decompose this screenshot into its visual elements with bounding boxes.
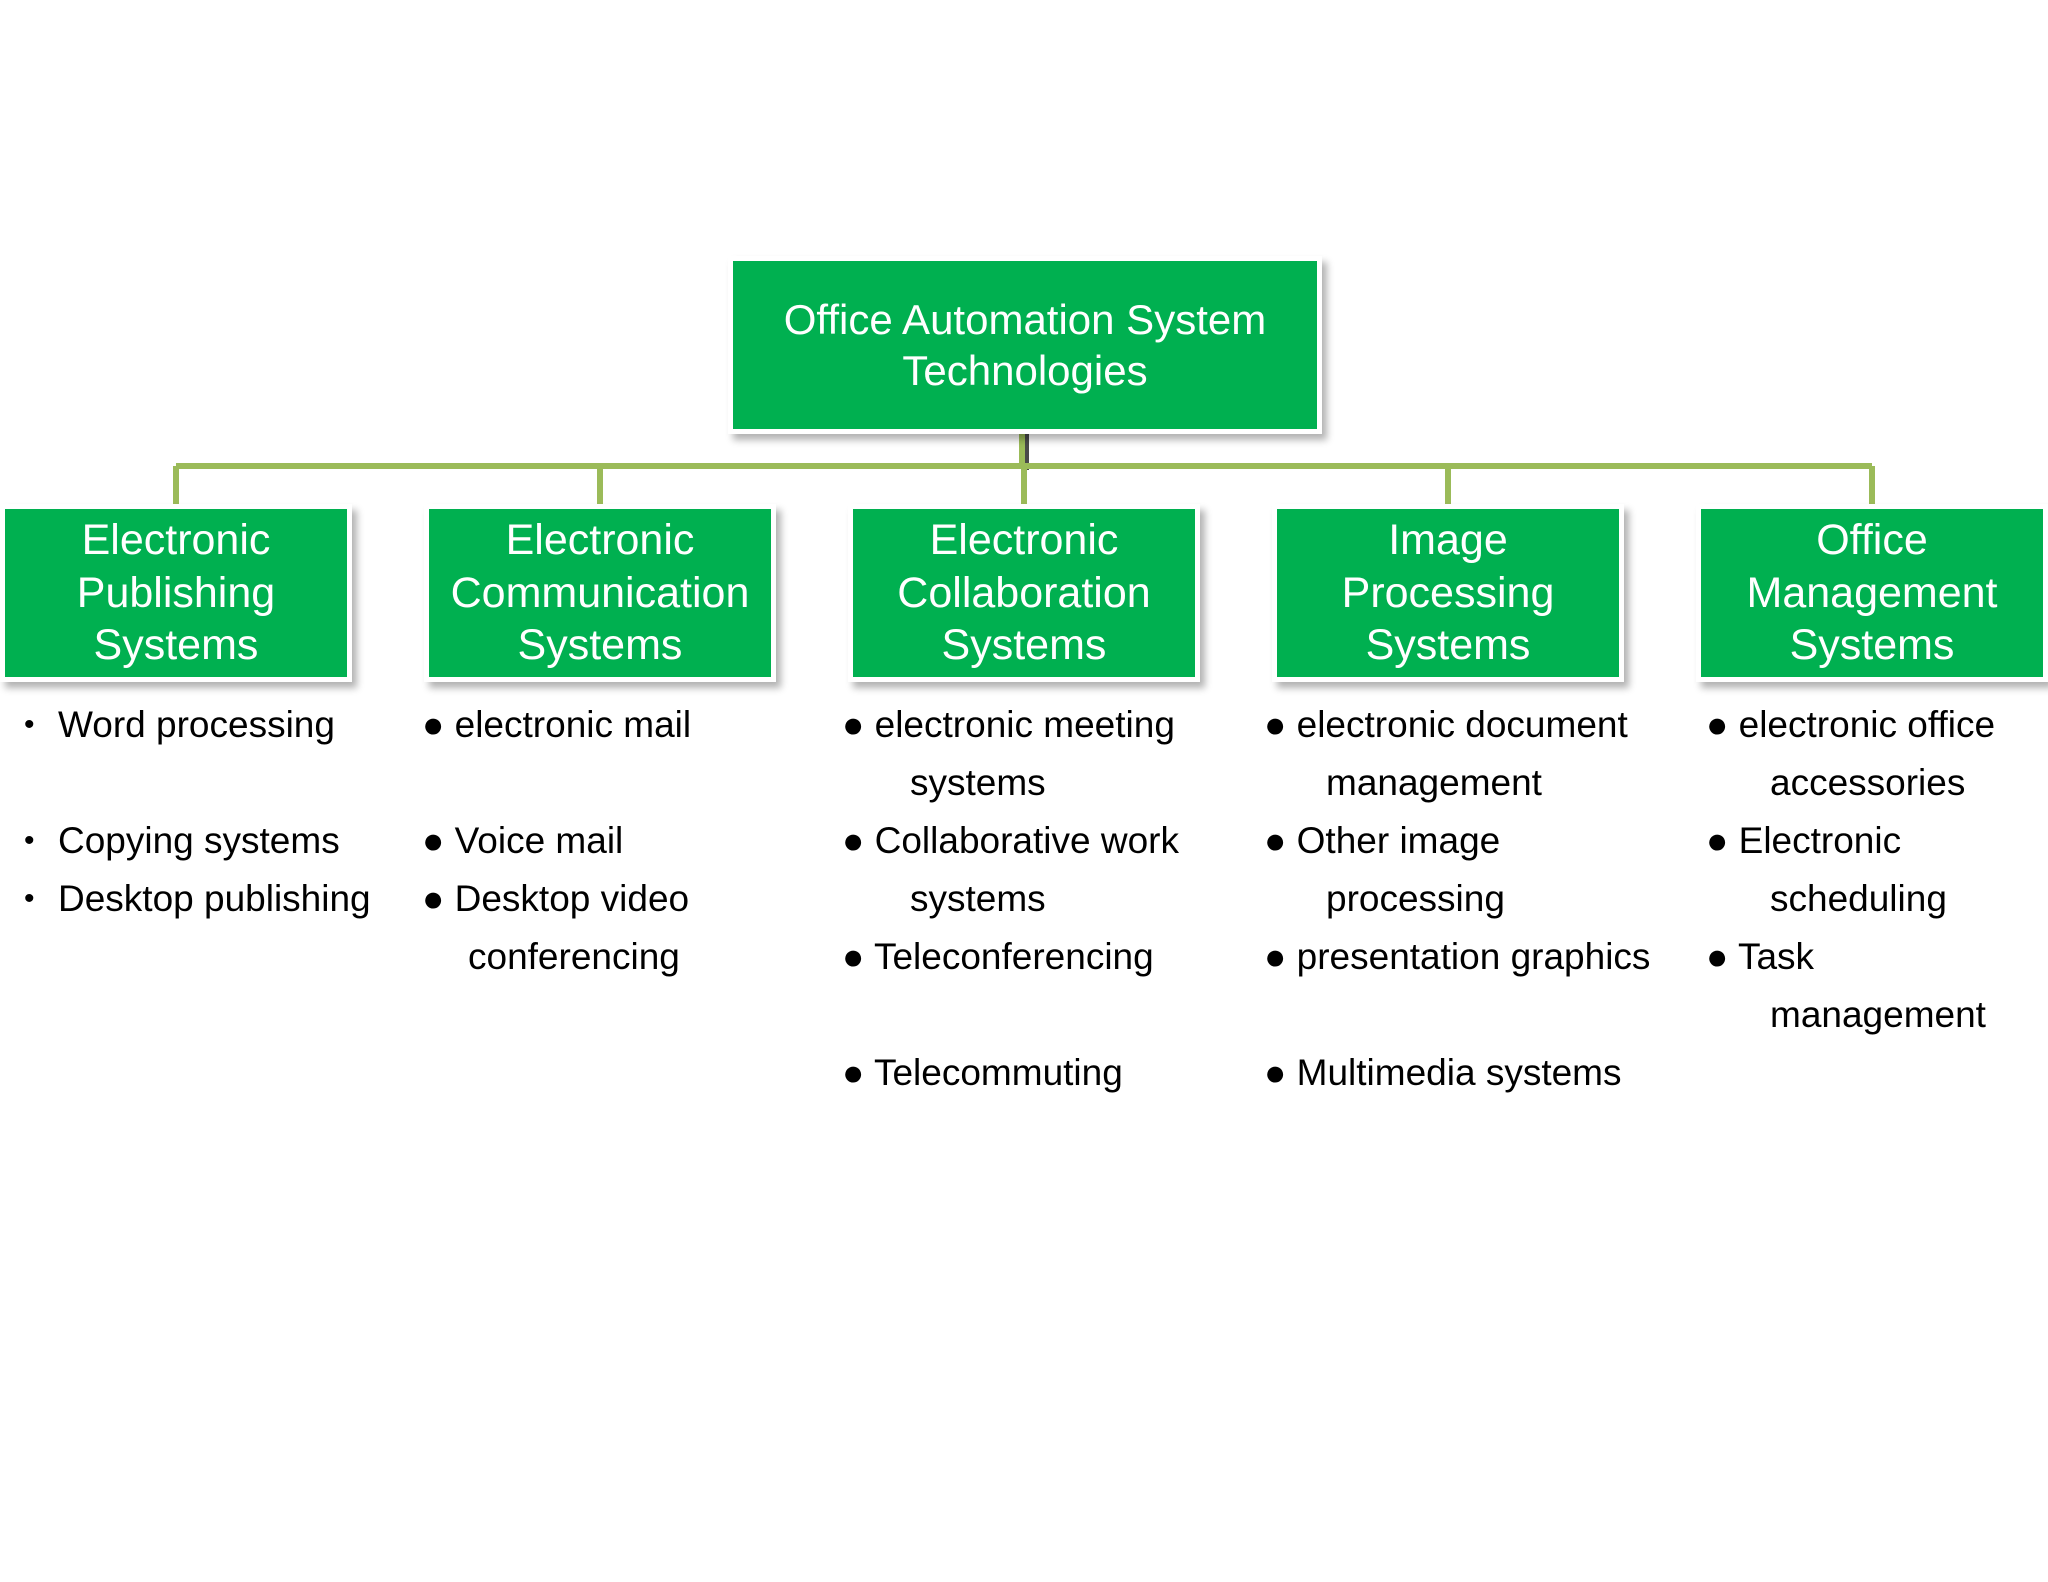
bullet-icon: ● [1264, 1052, 1287, 1093]
list-item-continuation: management [1326, 762, 1542, 803]
list-item-continuation: accessories [1770, 762, 1966, 803]
list-item: ● electronic document [1264, 696, 1650, 754]
list-item: • Desktop publishing [24, 870, 371, 928]
bullet-icon: ● [1264, 820, 1287, 861]
list-item: ● presentation graphics [1264, 928, 1650, 986]
list-item: ● Collaborative work [842, 812, 1179, 870]
branch-node-electronic-communication: Electronic Communication Systems [424, 504, 776, 682]
branch-node-image-processing: Image Processing Systems [1272, 504, 1624, 682]
list-item-continuation: conferencing [468, 936, 680, 977]
list-item: ● Multimedia systems [1264, 1044, 1650, 1102]
root-node: Office Automation System Technologies [728, 256, 1322, 434]
bullet-icon: ● [842, 820, 865, 861]
list-item: ● Teleconferencing [842, 928, 1179, 986]
bullet-icon: • [24, 708, 35, 741]
list-electronic-communication: ● electronic mail● Voice mail● Desktop v… [422, 696, 691, 986]
list-item-text: Electronic [1728, 820, 1902, 861]
list-item-text: electronic meeting [864, 704, 1175, 745]
list-item-text: electronic document [1286, 704, 1628, 745]
list-item-text: Copying systems [58, 820, 340, 861]
list-spacer [24, 754, 371, 812]
list-item: ● electronic meeting [842, 696, 1179, 754]
list-item: ● Electronic [1706, 812, 1995, 870]
list-item-text: Task [1728, 936, 1815, 977]
list-item: • Copying systems [24, 812, 371, 870]
list-item-text: Telecommuting [864, 1052, 1123, 1093]
list-item-continuation: systems [910, 762, 1046, 803]
list-item-text: Multimedia systems [1286, 1052, 1622, 1093]
list-item-text: electronic office [1728, 704, 1996, 745]
list-office-management: ● electronic office accessories ● Electron… [1706, 696, 1995, 1044]
list-image-processing: ● electronic document management ● Other i… [1264, 696, 1650, 1102]
list-item-text: Teleconferencing [864, 936, 1154, 977]
list-spacer [842, 986, 1179, 1044]
list-item: ● Voice mail [422, 812, 691, 870]
list-item: ● Other image [1264, 812, 1650, 870]
list-item-continuation: scheduling [1770, 878, 1947, 919]
bullet-icon: ● [422, 820, 445, 861]
bullet-icon: • [24, 882, 35, 915]
list-item: ● Telecommuting [842, 1044, 1179, 1102]
list-item-text: Desktop video [444, 878, 690, 919]
list-item-continuation: processing [1326, 878, 1505, 919]
branch-node-office-management: Office Management Systems [1696, 504, 2048, 682]
list-item: • Word processing [24, 696, 371, 754]
bullet-icon: ● [842, 1052, 865, 1093]
list-item-text: Word processing [58, 704, 335, 745]
list-item: ● Task [1706, 928, 1995, 986]
bullet-icon: ● [422, 878, 445, 919]
list-spacer [422, 754, 691, 812]
list-item-text: presentation graphics [1286, 936, 1651, 977]
list-item-continuation: systems [910, 878, 1046, 919]
bullet-icon: ● [842, 704, 865, 745]
list-item: ● electronic office [1706, 696, 1995, 754]
list-electronic-publishing: • Word processing • Copying systems • Desktop… [24, 696, 371, 928]
bullet-icon: ● [1264, 936, 1287, 977]
bullet-icon: ● [422, 704, 445, 745]
list-item-text: electronic mail [444, 704, 692, 745]
list-electronic-collaboration: ● electronic meeting systems ● Collaborati… [842, 696, 1179, 1102]
list-item-text: Other image [1286, 820, 1501, 861]
branch-node-electronic-collaboration: Electronic Collaboration Systems [848, 504, 1200, 682]
bullet-icon: ● [1706, 704, 1729, 745]
bullet-icon: ● [842, 936, 865, 977]
list-item: ● electronic mail [422, 696, 691, 754]
list-item-text: Desktop publishing [58, 878, 371, 919]
bullet-icon: ● [1706, 936, 1729, 977]
list-item-continuation: management [1770, 994, 1986, 1035]
branch-node-electronic-publishing: Electronic Publishing Systems [0, 504, 352, 682]
bullet-icon: ● [1264, 704, 1287, 745]
list-item-text: Collaborative work [864, 820, 1179, 861]
list-spacer [1264, 986, 1650, 1044]
list-item: ● Desktop video [422, 870, 691, 928]
bullet-icon: ● [1706, 820, 1729, 861]
bullet-icon: • [24, 824, 35, 857]
list-item-text: Voice mail [444, 820, 624, 861]
